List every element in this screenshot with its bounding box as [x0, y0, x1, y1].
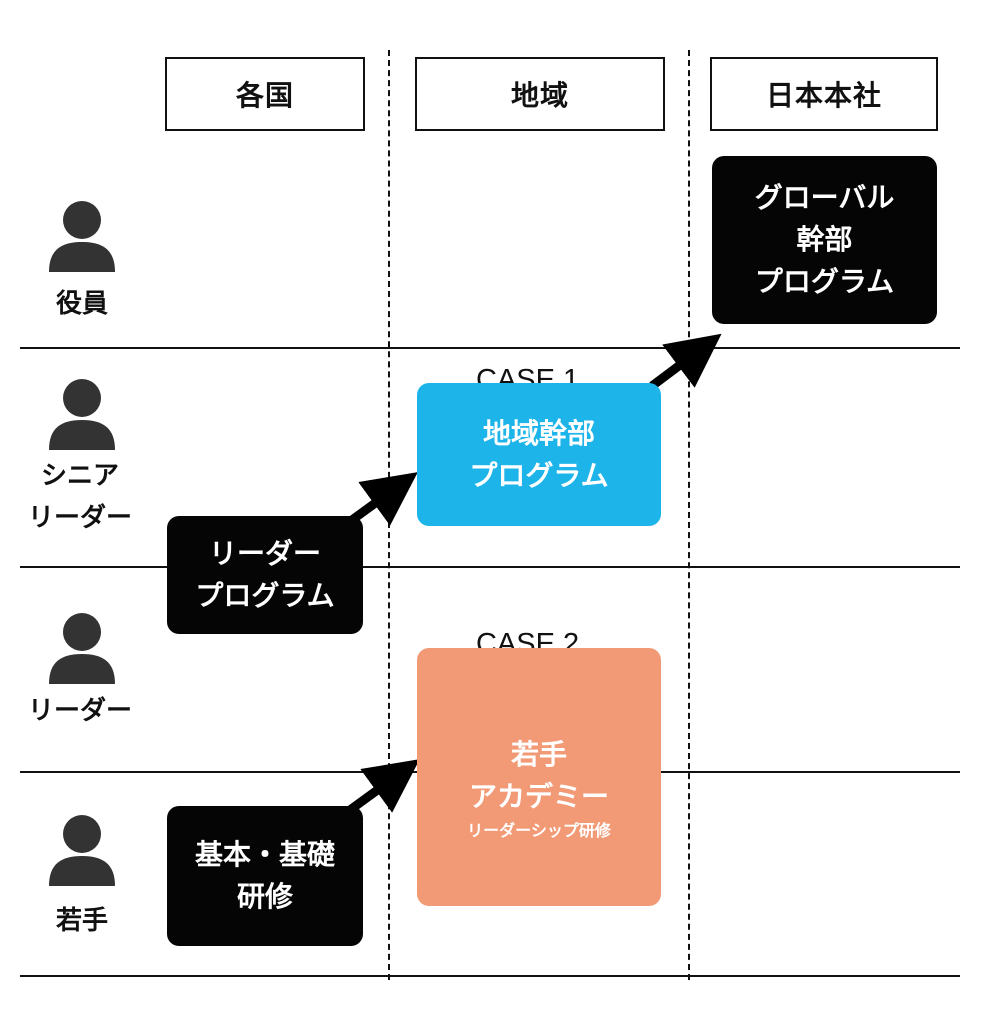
young-academy-title: 若手: [510, 738, 567, 771]
column-header-region-label: 地域: [510, 79, 569, 112]
row-divider-1: [20, 347, 960, 349]
row-divider-4: [20, 975, 960, 977]
regional-exec-line-1: 地域幹部: [482, 416, 595, 450]
basic-training-line-1: 基本・基礎: [194, 838, 335, 871]
young-academy-subtitle: アカデミー: [468, 780, 609, 813]
column-divider-2: [688, 50, 690, 980]
basic-training-box: 基本・基礎 研修: [167, 806, 363, 946]
global-exec-line-1: グローバル: [754, 181, 895, 214]
young-academy-box: 若手 アカデミー リーダーシップ研修: [417, 648, 661, 906]
person-icon-leader: [49, 613, 115, 684]
leader-program-box: リーダー プログラム: [167, 516, 363, 634]
arrow-leader-to-regional: [349, 472, 418, 526]
arrow-regional-to-global: [649, 333, 722, 390]
arrow-basic-to-academy: [347, 759, 420, 814]
column-header-local: 各国: [165, 57, 365, 131]
person-icon-senior-leader: [49, 379, 115, 450]
global-exec-line-3: プログラム: [754, 265, 895, 298]
regional-exec-line-2: プログラム: [469, 458, 609, 492]
global-executive-program-box: グローバル 幹部 プログラム: [712, 156, 937, 324]
person-icon-young: [49, 815, 115, 886]
basic-training-line-2: 研修: [236, 880, 293, 913]
role-label-senior-leader: シニア リーダー: [27, 461, 132, 533]
column-header-hq-label: 日本本社: [765, 79, 882, 112]
role-label-executive: 役員: [55, 289, 108, 319]
row-divider-2: [20, 566, 960, 568]
column-header-hq: 日本本社: [710, 57, 938, 131]
regional-executive-program-box: 地域幹部 プログラム: [417, 383, 661, 526]
leader-program-line-2: プログラム: [195, 579, 335, 612]
leader-program-line-1: リーダー: [208, 537, 321, 570]
role-label-leader: リーダー: [27, 696, 132, 726]
role-label-young: 若手: [55, 906, 108, 936]
global-exec-line-2: 幹部: [796, 223, 853, 256]
column-header-region: 地域: [415, 57, 665, 131]
column-header-local-label: 各国: [235, 79, 294, 112]
person-icon-executive: [49, 201, 115, 272]
young-academy-note: リーダーシップ研修: [467, 821, 611, 840]
